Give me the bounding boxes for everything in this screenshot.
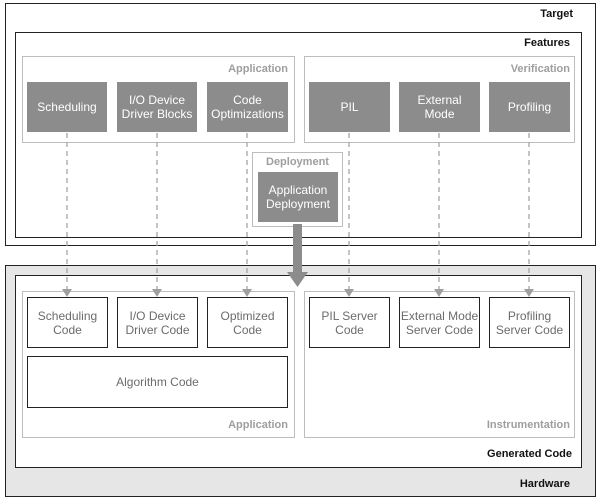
application-deployment-block[interactable]: Application Deployment: [258, 172, 338, 222]
pil-server-code-block[interactable]: PIL Server Code: [309, 297, 390, 348]
application-code-group-label: Application: [228, 419, 288, 431]
io-device-driver-code-block[interactable]: I/O Device Driver Code: [117, 297, 198, 348]
optimized-code-block[interactable]: Optimized Code: [207, 297, 288, 348]
external-mode-block[interactable]: External Mode: [399, 82, 480, 132]
generated-code-label: Generated Code: [487, 448, 572, 460]
profiling-block[interactable]: Profiling: [489, 82, 570, 132]
code-optimizations-block[interactable]: Code Optimizations: [207, 82, 288, 132]
features-label: Features: [524, 37, 570, 49]
target-label: Target: [540, 8, 573, 20]
external-mode-server-code-block[interactable]: External Mode Server Code: [399, 297, 480, 348]
instrumentation-group-label: Instrumentation: [486, 419, 570, 431]
scheduling-code-block[interactable]: Scheduling Code: [27, 297, 108, 348]
io-device-driver-blocks-block[interactable]: I/O Device Driver Blocks: [117, 82, 197, 132]
hardware-label: Hardware: [519, 478, 570, 490]
scheduling-block[interactable]: Scheduling: [27, 82, 107, 132]
verification-group-label: Verification: [510, 63, 570, 75]
application-features-group-label: Application: [228, 63, 288, 75]
profiling-server-code-block[interactable]: Profiling Server Code: [489, 297, 570, 348]
algorithm-code-block[interactable]: Algorithm Code: [27, 356, 288, 408]
pil-block[interactable]: PIL: [309, 82, 390, 132]
deployment-group-label: Deployment: [266, 156, 329, 168]
